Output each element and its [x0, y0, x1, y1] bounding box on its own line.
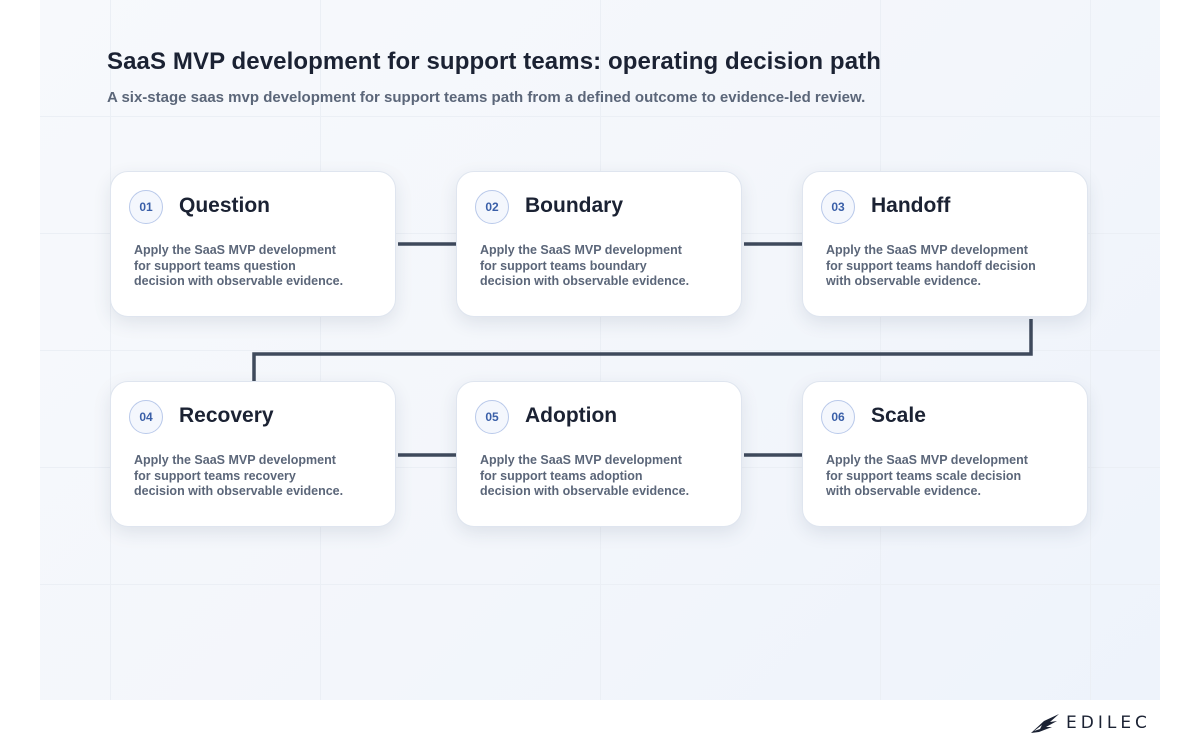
page-title: SaaS MVP development for support teams: …	[107, 48, 881, 75]
grid-line	[40, 116, 1160, 117]
stage-description: Apply the SaaS MVP development for suppo…	[134, 243, 344, 288]
stage-number-badge: 04	[129, 400, 163, 434]
page-subtitle: A six-stage saas mvp development for sup…	[107, 89, 866, 106]
stage-title: Question	[179, 194, 271, 217]
stage-title: Adoption	[525, 404, 618, 427]
stage-card-recovery: 04 Recovery Apply the SaaS MVP developme…	[110, 381, 396, 527]
bird-wing-icon	[1031, 714, 1059, 733]
stage-card-boundary: 02 Boundary Apply the SaaS MVP developme…	[456, 171, 742, 317]
stage-description: Apply the SaaS MVP development for suppo…	[480, 453, 690, 498]
stage-description: Apply the SaaS MVP development for suppo…	[826, 453, 1028, 498]
stage-description: Apply the SaaS MVP development for suppo…	[134, 453, 344, 498]
stage-description: Apply the SaaS MVP development for suppo…	[826, 243, 1036, 288]
grid-line	[40, 350, 1160, 351]
stage-title: Scale	[871, 404, 926, 427]
stage-title: Handoff	[871, 194, 951, 217]
stage-card-question: 01 Question Apply the SaaS MVP developme…	[110, 171, 396, 317]
stage-card-handoff: 03 Handoff Apply the SaaS MVP developmen…	[802, 171, 1088, 317]
brand-logo-text: EDILEC	[1066, 713, 1151, 733]
brand-logo: EDILEC	[1030, 710, 1151, 736]
stage-number-badge: 02	[475, 190, 509, 224]
stage-number-badge: 03	[821, 190, 855, 224]
grid-line	[40, 584, 1160, 585]
stage-number-badge: 01	[129, 190, 163, 224]
stage-card-adoption: 05 Adoption Apply the SaaS MVP developme…	[456, 381, 742, 527]
stage-card-scale: 06 Scale Apply the SaaS MVP development …	[802, 381, 1088, 527]
stage-number-badge: 06	[821, 400, 855, 434]
stage-title: Recovery	[179, 404, 274, 427]
stage-number-badge: 05	[475, 400, 509, 434]
stage-description: Apply the SaaS MVP development for suppo…	[480, 243, 690, 288]
stage-title: Boundary	[525, 194, 624, 217]
